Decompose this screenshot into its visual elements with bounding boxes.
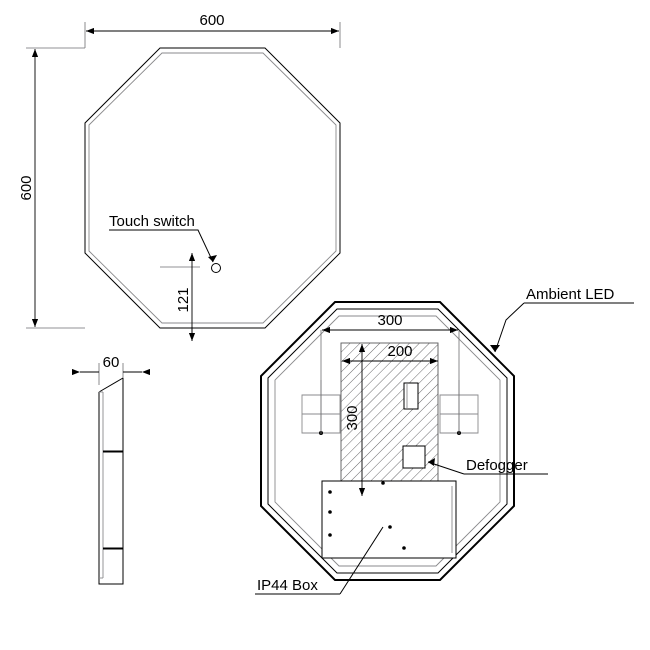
rear-octagon-outer [261,302,514,580]
front-switch-offset-label: 121 [175,287,192,312]
touch-switch-symbol [212,264,221,273]
ambient-led-annotation: Ambient LED [490,286,634,352]
defogger-label: Defogger [466,457,528,474]
rear-octagon-inner [275,316,500,566]
side-depth-dimension: 60 [71,354,151,385]
defogger-pad [340,342,439,498]
front-width-dimension: 600 [85,12,340,48]
rear-pad-width-outer-label: 300 [377,312,402,329]
rear-pad-width-inner-dimension: 200 [342,343,438,365]
front-octagon-outer [85,48,340,328]
rear-elevation-view: 300 200 300 Ambient LED [255,286,634,594]
rear-pad-width-outer-dimension: 300 [321,312,459,434]
ip44-box [322,481,456,558]
front-height-label: 600 [18,175,35,200]
front-width-label: 600 [199,12,224,29]
rear-pad-width-inner-label: 200 [387,343,412,360]
front-octagon-inner [89,53,336,323]
side-depth-label: 60 [103,354,120,371]
pad-connector [404,383,418,409]
defogger-connector [403,446,425,468]
defogger-annotation: Defogger [428,457,548,474]
ambient-led-label: Ambient LED [526,286,615,303]
rear-octagon-mid [268,309,507,573]
touch-switch-annotation: Touch switch [109,213,217,262]
rear-pad-height-label: 300 [344,405,361,430]
front-height-dimension: 600 [18,48,85,328]
ip44-box-annotation: IP44 Box [255,527,383,594]
side-profile [99,378,123,584]
touch-switch-label: Touch switch [109,213,195,230]
rear-pad-height-dimension: 300 [344,344,366,496]
front-switch-offset-dimension: 121 [160,253,200,341]
ip44-box-label: IP44 Box [257,577,318,594]
front-elevation-view: 600 600 121 [18,12,340,341]
side-elevation-view: 60 [71,354,151,584]
